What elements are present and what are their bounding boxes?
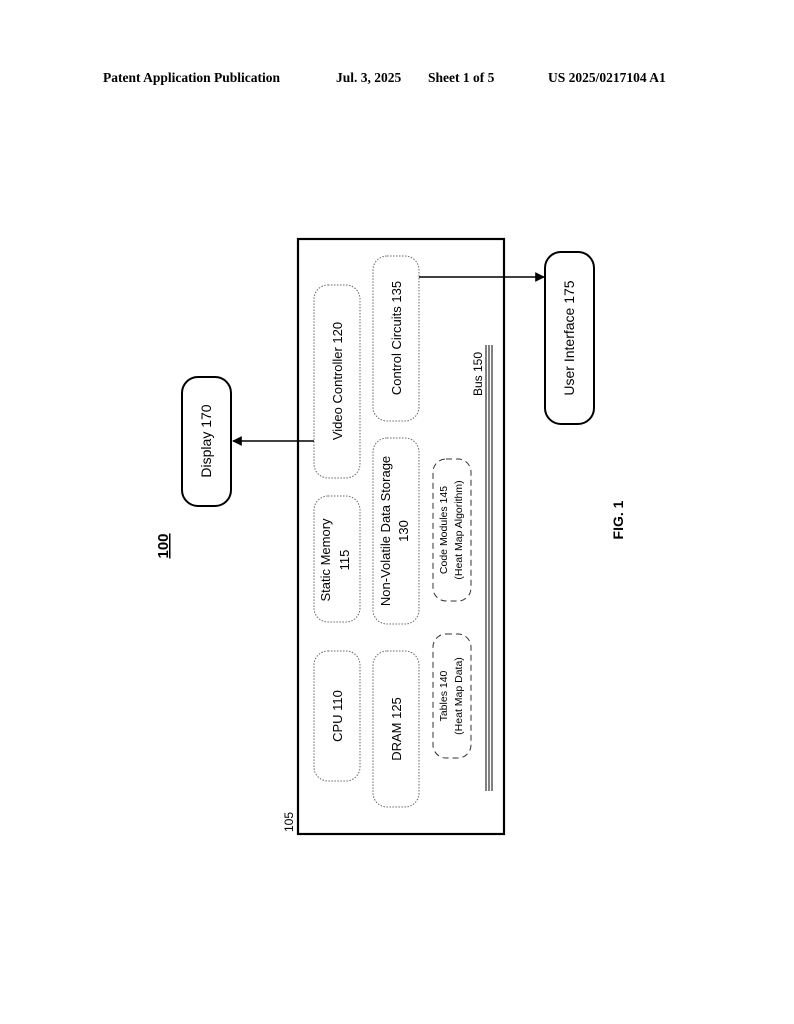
static-memory-block [313,495,361,623]
code-modules-label-line2: (Heat Map Algorithm) [453,480,465,579]
control-circuits-label: Control Circuits 135 [389,281,404,395]
code-modules-label-line1: Code Modules 145 [438,486,450,574]
dram-label: DRAM 125 [389,697,404,761]
static-memory-label-line2: 115 [337,550,352,571]
code-modules-block [432,458,472,602]
video-controller-block [313,284,361,479]
nvds-label-line1: Non-Volatile Data Storage [378,456,393,606]
static-memory-label-line1: Static Memory [318,518,333,602]
video-controller-label: Video Controller 120 [330,322,345,440]
cpu-block [313,650,361,782]
sheet-number: Sheet 1 of 5 [428,70,495,85]
tables-label-line2: (Heat Map Data) [453,657,465,735]
display-label: Display 170 [198,404,214,477]
tables-label-line1: Tables 140 [438,670,450,721]
figure-label: FIG. 1 [610,500,626,539]
patent-number: US 2025/0217104 A1 [548,70,666,85]
dram-block [372,650,420,808]
bus-label: Bus 150 [471,352,485,396]
publication-label: Patent Application Publication [103,70,281,85]
user-interface-block [544,251,595,425]
nvds-block [372,437,420,625]
control-circuits-block [372,255,420,422]
cpu-label: CPU 110 [330,690,345,742]
page-header: Patent Application Publication Jul. 3, 2… [0,70,794,88]
system-ref-label: 100 [155,533,172,558]
tables-block [432,633,472,759]
publication-date: Jul. 3, 2025 [336,70,402,85]
display-block [181,376,232,507]
enclosure-ref-label: 105 [282,812,296,832]
user-interface-label: User Interface 175 [561,280,577,395]
system-enclosure [296,237,506,836]
bus-lines [485,345,493,791]
nvds-label-line2: 130 [396,520,411,542]
